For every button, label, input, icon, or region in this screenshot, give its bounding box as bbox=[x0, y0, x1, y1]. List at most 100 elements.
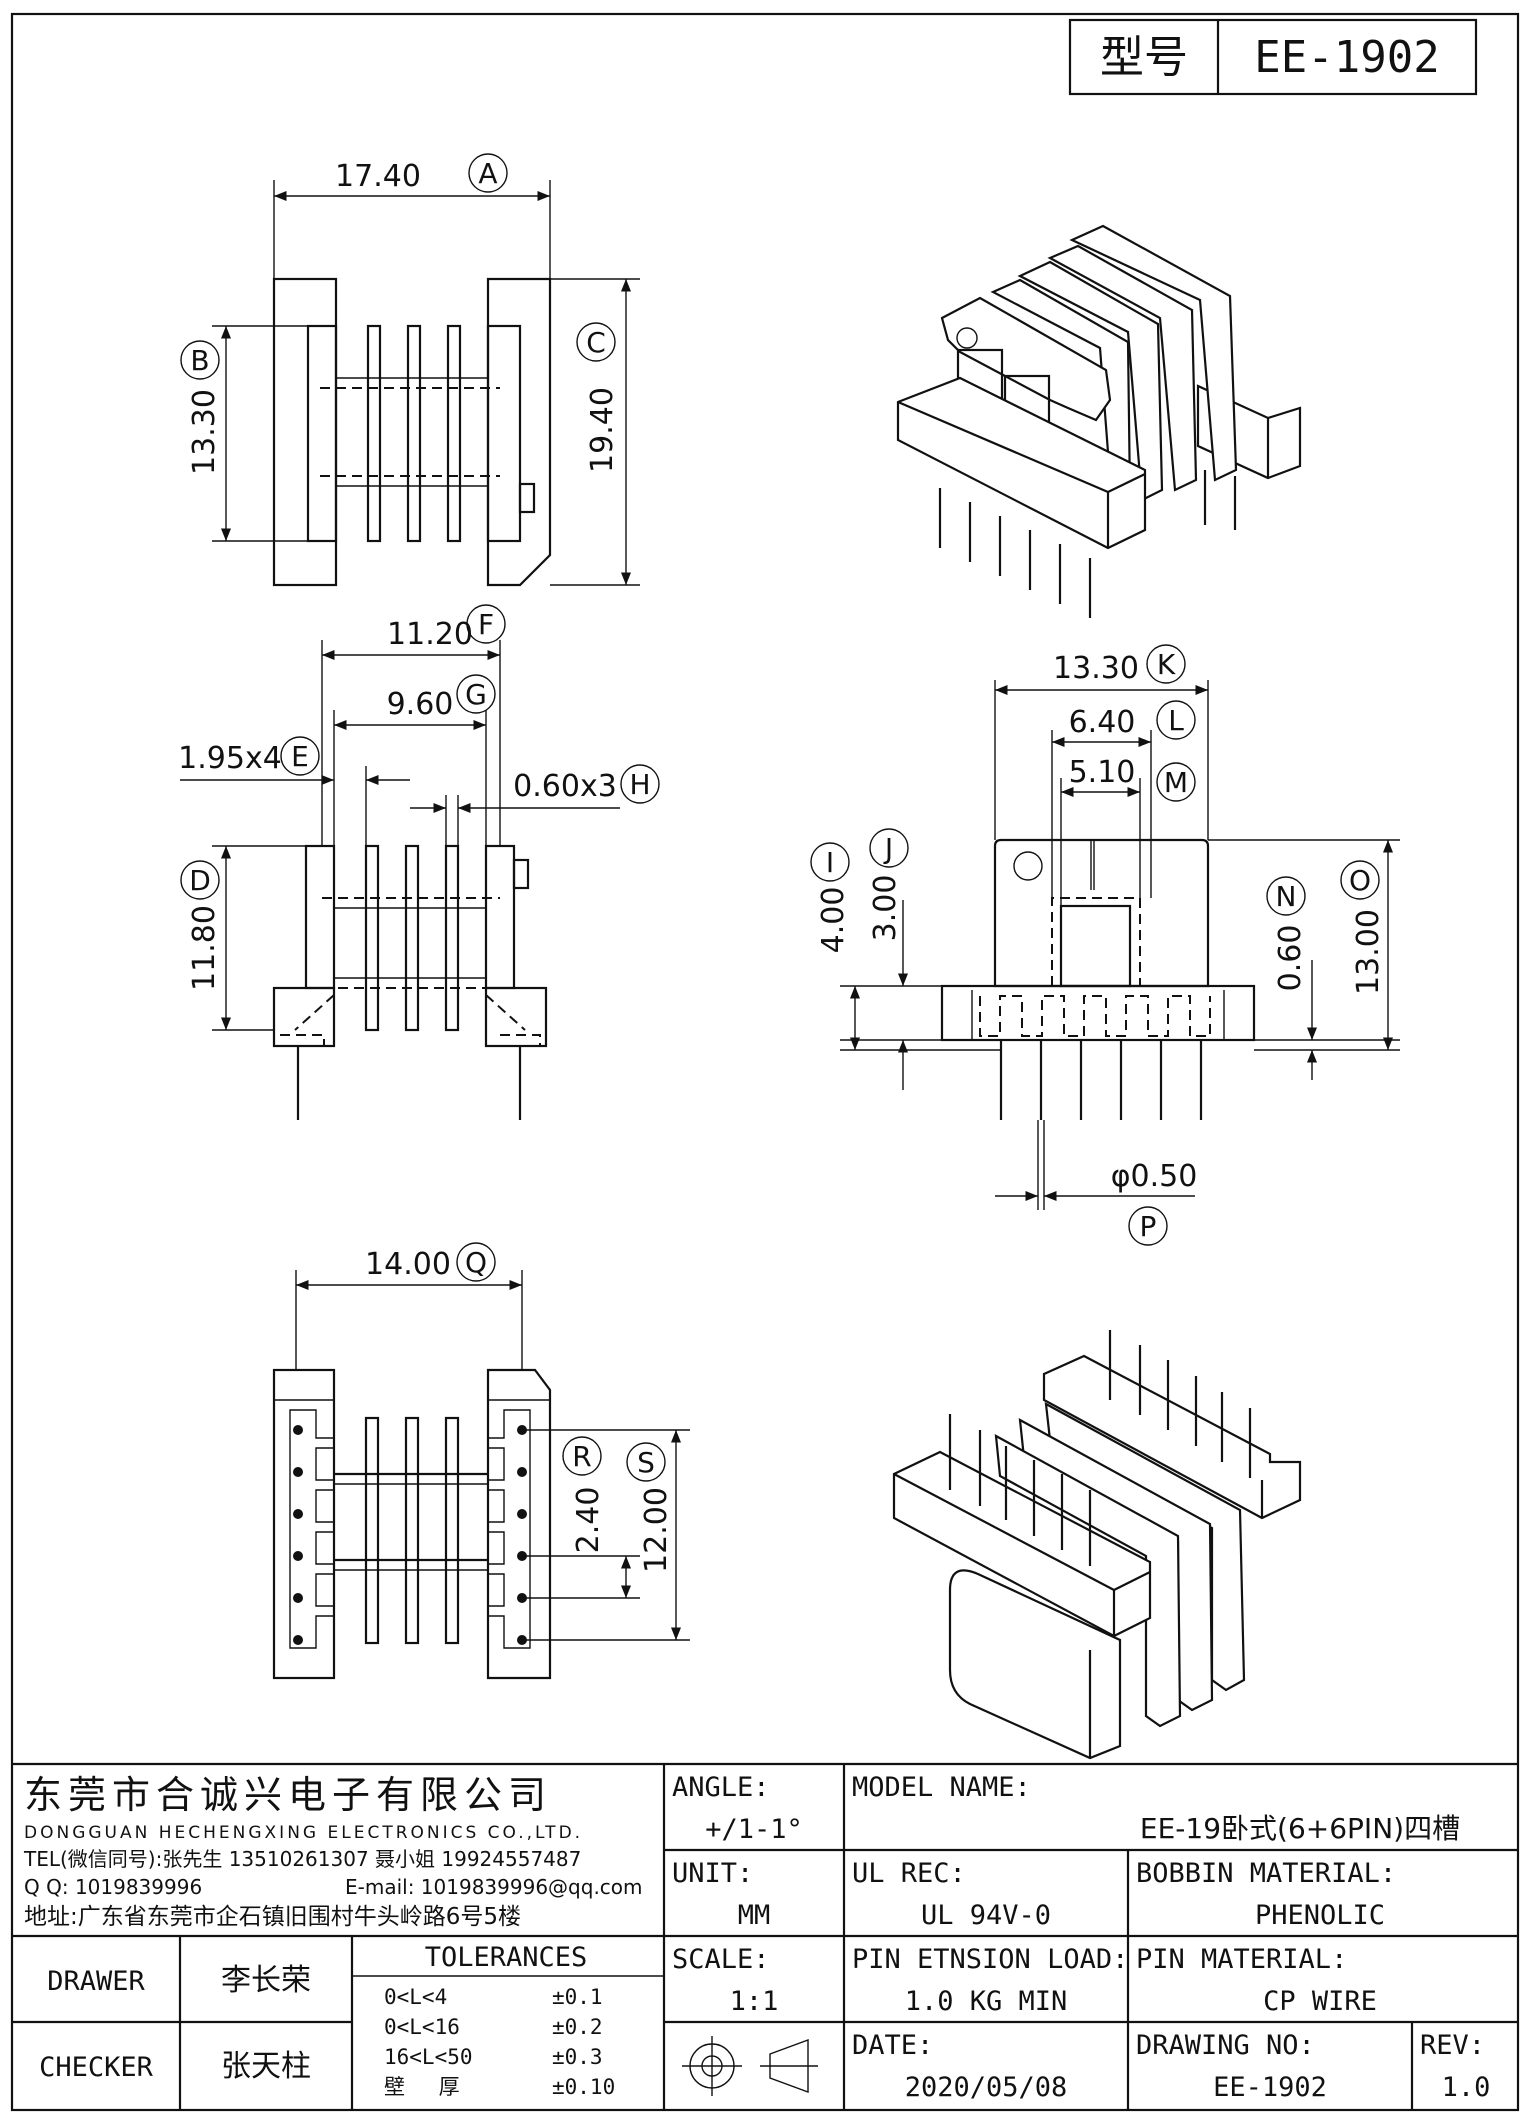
drawing-no-label: DRAWING NO: bbox=[1136, 2030, 1315, 2061]
pin-load-label: PIN ETNSION LOAD: bbox=[852, 1944, 1128, 1975]
date-value: 2020/05/08 bbox=[905, 2072, 1068, 2103]
dim-F-value: 11.20 bbox=[387, 617, 473, 652]
checker-label: CHECKER bbox=[39, 2052, 154, 2083]
front-view bbox=[840, 680, 1400, 1210]
unit-value: MM bbox=[738, 1900, 771, 1931]
dim-N-letter: N bbox=[1266, 876, 1306, 916]
sheet-border bbox=[10, 12, 1520, 2112]
dim-H-value: 0.60x3 bbox=[513, 769, 617, 804]
dim-K-value: 13.30 bbox=[1053, 651, 1139, 686]
svg-text:E: E bbox=[291, 740, 309, 773]
dim-G-value: 9.60 bbox=[387, 687, 454, 722]
pin-material-label: PIN MATERIAL: bbox=[1136, 1944, 1347, 1975]
drawer-value: 李长荣 bbox=[221, 1963, 311, 1998]
dim-A-value: 17.40 bbox=[335, 159, 421, 194]
company-name-en: DONGGUAN HECHENGXING ELECTRONICS CO.,LTD… bbox=[24, 1823, 583, 1843]
dim-B-value: 13.30 bbox=[187, 389, 222, 475]
dim-N-value: 0.60 bbox=[1273, 925, 1308, 992]
dim-R-letter: R bbox=[562, 1436, 602, 1476]
ul-rec-value: UL 94V-0 bbox=[921, 1900, 1051, 1931]
svg-text:K: K bbox=[1157, 648, 1176, 681]
dim-S-value: 12.00 bbox=[639, 1487, 674, 1573]
dim-H-letter: H bbox=[620, 764, 660, 804]
type-label: 型号 bbox=[1100, 32, 1188, 83]
svg-text:Q: Q bbox=[465, 1246, 487, 1279]
svg-text:D: D bbox=[189, 864, 211, 897]
company-address: 地址:广东省东莞市企石镇旧围村牛头岭路6号5楼 bbox=[24, 1904, 521, 1930]
header-model-box: 型号 EE-1902 bbox=[1068, 18, 1478, 96]
rev-value: 1.0 bbox=[1442, 2072, 1491, 2103]
checker-value: 张天柱 bbox=[221, 2049, 311, 2084]
company-tel: TEL(微信同号):张先生 13510261307 聂小姐 1992455748… bbox=[23, 1847, 581, 1871]
svg-text:N: N bbox=[1276, 880, 1297, 913]
dim-J-value: 3.00 bbox=[868, 875, 903, 942]
tolerance-value-3: ±0.3 bbox=[552, 2045, 603, 2069]
svg-text:L: L bbox=[1168, 704, 1184, 737]
svg-text:A: A bbox=[478, 157, 497, 190]
bottom-view bbox=[272, 1270, 690, 1680]
date-label: DATE: bbox=[852, 2030, 933, 2061]
dim-A-letter: A bbox=[468, 153, 508, 193]
model-name-label: MODEL NAME: bbox=[852, 1772, 1031, 1803]
tolerances-label: TOLERANCES bbox=[425, 1942, 588, 1973]
tolerance-range-4: 壁 厚 bbox=[384, 2075, 460, 2099]
dim-L-value: 6.40 bbox=[1069, 705, 1136, 740]
tolerance-value-1: ±0.1 bbox=[552, 1985, 603, 2009]
dim-D-letter: D bbox=[180, 860, 220, 900]
isometric-view-top bbox=[896, 224, 1302, 618]
company-email: E-mail: 1019839996@qq.com bbox=[345, 1875, 643, 1899]
dim-I-letter: I bbox=[810, 842, 850, 882]
svg-text:F: F bbox=[478, 608, 494, 641]
svg-text:G: G bbox=[465, 678, 487, 711]
scale-value: 1:1 bbox=[730, 1986, 779, 2017]
svg-text:P: P bbox=[1140, 1210, 1157, 1243]
dim-B-letter: B bbox=[180, 340, 220, 380]
dim-K-letter: K bbox=[1146, 644, 1186, 684]
tolerance-value-2: ±0.2 bbox=[552, 2015, 603, 2039]
dim-M-value: 5.10 bbox=[1069, 755, 1136, 790]
dim-G-letter: G bbox=[456, 674, 496, 714]
model-name-value: EE-19卧式(6+6PIN)四槽 bbox=[1140, 1812, 1460, 1845]
svg-text:I: I bbox=[826, 846, 834, 879]
dim-F-letter: F bbox=[466, 604, 506, 644]
dim-E-value: 1.95x4 bbox=[178, 741, 282, 776]
dim-Q-letter: Q bbox=[456, 1242, 496, 1282]
dim-O-value: 13.00 bbox=[1351, 909, 1386, 995]
company-name-cn: 东莞市合诚兴电子有限公司 bbox=[24, 1773, 552, 1817]
tolerance-range-1: 0<L<4 bbox=[384, 1985, 447, 2009]
svg-text:J: J bbox=[883, 832, 893, 865]
isometric-view-bottom bbox=[892, 1330, 1302, 1760]
dim-J-letter: J bbox=[869, 828, 909, 868]
pin-load-value: 1.0 KG MIN bbox=[905, 1986, 1068, 2017]
dim-O-letter: O bbox=[1340, 860, 1380, 900]
dim-L-letter: L bbox=[1156, 700, 1196, 740]
drawing-no-value: EE-1902 bbox=[1213, 2072, 1327, 2103]
tolerance-value-4: ±0.10 bbox=[552, 2075, 615, 2099]
angle-value: +/1-1° bbox=[705, 1814, 803, 1845]
tolerance-range-3: 16<L<50 bbox=[384, 2045, 473, 2069]
svg-text:M: M bbox=[1164, 766, 1188, 799]
top-view bbox=[212, 180, 640, 587]
svg-text:R: R bbox=[572, 1440, 591, 1473]
ul-rec-label: UL REC: bbox=[852, 1858, 966, 1889]
dim-M-letter: M bbox=[1156, 762, 1196, 802]
pin-material-value: CP WIRE bbox=[1263, 1986, 1377, 2017]
dim-C-value: 19.40 bbox=[585, 387, 620, 473]
dim-R-value: 2.40 bbox=[571, 1487, 606, 1554]
angle-label: ANGLE: bbox=[672, 1772, 770, 1803]
rev-label: REV: bbox=[1420, 2030, 1485, 2061]
unit-label: UNIT: bbox=[672, 1858, 753, 1889]
svg-text:B: B bbox=[190, 344, 209, 377]
svg-text:H: H bbox=[629, 768, 650, 801]
dim-S-letter: S bbox=[626, 1442, 666, 1482]
bobbin-material-label: BOBBIN MATERIAL: bbox=[1136, 1858, 1396, 1889]
tolerance-range-2: 0<L<16 bbox=[384, 2015, 460, 2039]
dim-C-letter: C bbox=[576, 322, 616, 362]
svg-text:C: C bbox=[586, 326, 606, 359]
dim-I-value: 4.00 bbox=[816, 887, 851, 954]
dim-Q-value: 14.00 bbox=[365, 1247, 451, 1282]
side-view bbox=[180, 640, 620, 1120]
bobbin-material-value: PHENOLIC bbox=[1255, 1900, 1385, 1931]
dim-P-letter: P bbox=[1128, 1206, 1168, 1246]
